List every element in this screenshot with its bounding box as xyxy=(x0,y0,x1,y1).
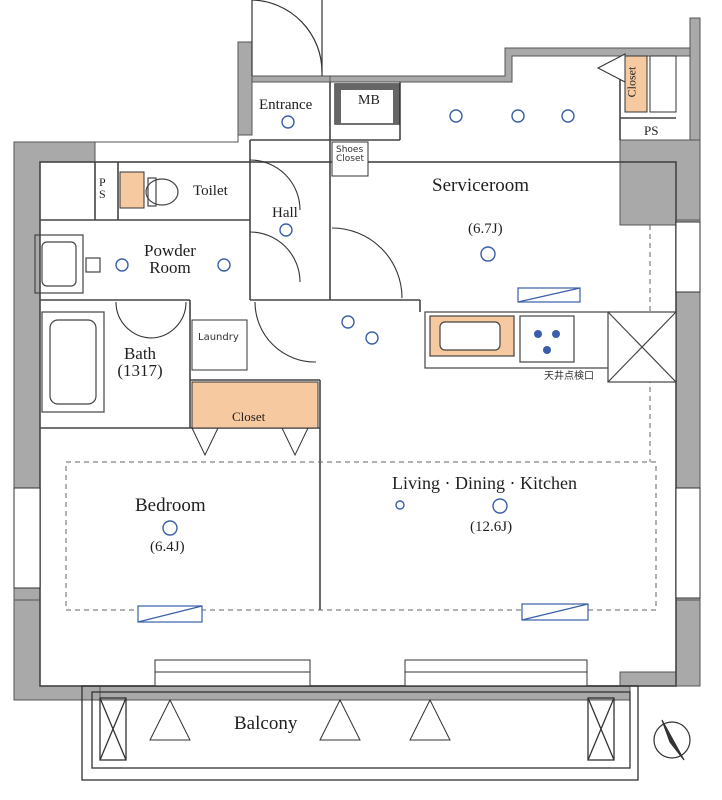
stove-burners xyxy=(534,330,560,354)
room-label-laundry: Laundry xyxy=(198,332,239,343)
ps-left-line1: P xyxy=(99,175,106,189)
room-label-powder: Powder Room xyxy=(144,242,196,276)
powder-sink xyxy=(34,234,101,294)
powder-line2: Room xyxy=(149,258,191,277)
ps-left-line2: S xyxy=(99,187,106,201)
escape-hatches xyxy=(149,698,451,741)
shoes-label-line2: Closet xyxy=(336,154,365,164)
closets xyxy=(119,55,677,429)
room-size-serviceroom: (6.7J) xyxy=(468,221,503,237)
room-label-ldk: Living · Dining · Kitchen xyxy=(392,473,577,493)
room-label-serviceroom: Serviceroom xyxy=(432,175,530,196)
toilet-fixture xyxy=(145,177,179,207)
room-label-toilet: Toilet xyxy=(193,183,228,199)
room-label-hall: Hall xyxy=(272,205,298,221)
entrance-door xyxy=(251,0,323,76)
interior-doors xyxy=(115,159,403,363)
room-label-closet-top: Closet xyxy=(624,66,639,98)
windows xyxy=(13,221,701,687)
room-size-bedroom: (6.4J) xyxy=(150,539,185,555)
room-label-bedroom: Bedroom xyxy=(135,495,206,516)
room-size-ldk: (12.6J) xyxy=(470,519,513,535)
compass-icon xyxy=(653,719,691,761)
mb-box xyxy=(334,83,400,125)
bath-line1: Bath xyxy=(123,344,157,363)
ceiling-hatch-label: 天井点検口 xyxy=(544,371,594,382)
room-label-ps-left: P S xyxy=(99,176,106,200)
aircon-units xyxy=(137,287,589,623)
bathtub xyxy=(41,311,105,413)
kitchen-counter xyxy=(424,311,677,383)
closet-doors xyxy=(191,427,309,457)
balcony xyxy=(81,685,639,781)
room-label-shoes-closet: Shoes Closet xyxy=(336,146,364,164)
shoes-label-line1: Shoes xyxy=(336,145,364,155)
room-label-balcony: Balcony xyxy=(234,713,298,734)
room-label-entrance: Entrance xyxy=(259,97,313,113)
powder-line1: Powder xyxy=(144,241,196,260)
bath-size: (1317) xyxy=(117,361,163,380)
ps-shaft-marker xyxy=(596,53,626,83)
room-label-bath: Bath (1317) xyxy=(117,345,162,379)
room-label-mb: MB xyxy=(358,93,380,108)
light-fixtures xyxy=(115,109,575,536)
room-label-closet-mid: Closet xyxy=(232,409,266,424)
room-label-ps-top: PS xyxy=(644,123,659,138)
